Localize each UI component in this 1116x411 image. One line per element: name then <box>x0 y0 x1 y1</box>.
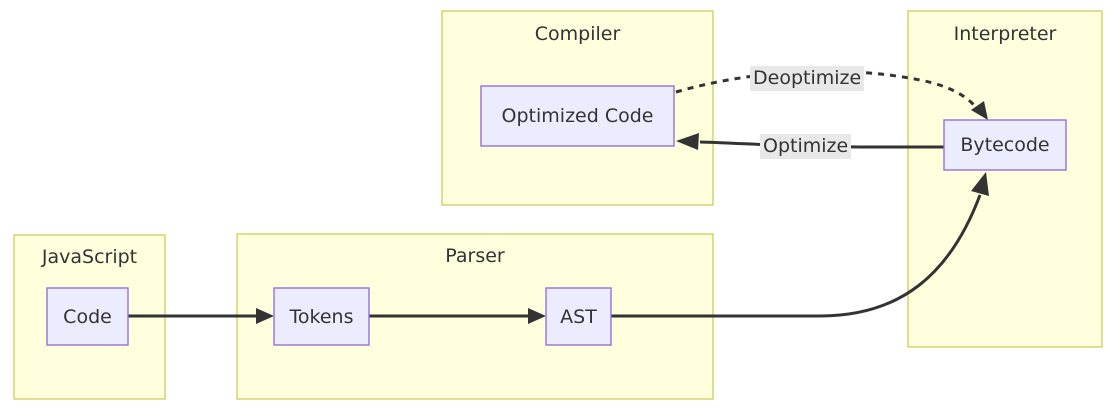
cluster-label-parser: Parser <box>445 245 505 267</box>
node-label-bytecode: Bytecode <box>960 134 1050 156</box>
arrowhead-optimized-code-to-bytecode <box>971 101 988 120</box>
node-label-optimized-code: Optimized Code <box>501 105 654 127</box>
node-ast[interactable] <box>545 287 612 346</box>
edge-ast-to-bytecode <box>611 194 982 318</box>
node-label-code: Code <box>63 305 112 328</box>
arrowhead-code-to-tokens <box>256 308 274 324</box>
node-optimized-code[interactable] <box>480 85 675 147</box>
arrowhead-ast-to-bytecode <box>971 172 989 196</box>
node-label-tokens: Tokens <box>289 305 354 328</box>
node-bytecode[interactable] <box>943 119 1067 171</box>
node-tokens[interactable] <box>273 287 370 346</box>
cluster-interpreter <box>907 10 1103 348</box>
cluster-label-javascript: JavaScript <box>41 246 138 268</box>
edge-label-deoptimize: Deoptimize <box>750 66 865 91</box>
cluster-label-compiler: Compiler <box>534 23 621 45</box>
cluster-label-interpreter: Interpreter <box>953 23 1057 45</box>
arrowhead-tokens-to-ast <box>528 308 546 324</box>
edge-label-optimize: Optimize <box>760 134 852 159</box>
edge-optimized-code-to-bytecode <box>675 69 982 113</box>
node-code[interactable] <box>46 287 129 346</box>
arrowhead-bytecode-to-optimized-code <box>676 133 699 150</box>
node-label-ast: AST <box>560 305 597 328</box>
